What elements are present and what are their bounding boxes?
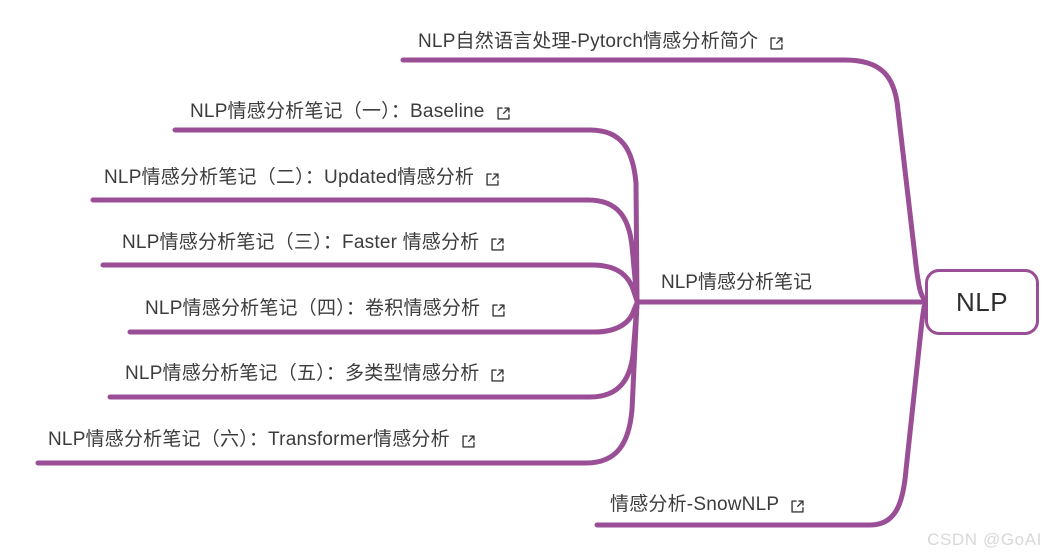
external-link-icon[interactable]: [490, 368, 505, 383]
node-label-text: NLP情感分析笔记（四）：卷积情感分析: [145, 298, 481, 319]
external-link-icon[interactable]: [491, 303, 506, 318]
external-link-icon[interactable]: [496, 106, 511, 121]
edge-note-6: [35, 301, 640, 466]
node-pytorch-intro[interactable]: NLP自然语言处理-Pytorch情感分析简介: [418, 30, 784, 54]
node-label-text: NLP情感分析笔记: [661, 272, 812, 293]
watermark: CSDN @GoAI: [927, 530, 1042, 549]
node-midlevel-sentiment-notes[interactable]: NLP情感分析笔记: [661, 267, 812, 294]
root-node-nlp[interactable]: NLP: [925, 269, 1039, 335]
node-label-text: NLP情感分析笔记（二）：Updated情感分析: [104, 167, 475, 188]
node-note-2-updated[interactable]: NLP情感分析笔记（二）：Updated情感分析: [104, 166, 500, 190]
external-link-icon[interactable]: [461, 434, 476, 449]
edge-note-4: [127, 300, 640, 335]
edge-snownlp: [594, 301, 928, 528]
node-label-text: NLP自然语言处理-Pytorch情感分析简介: [418, 31, 759, 52]
node-label-text: 情感分析-SnowNLP: [610, 494, 780, 515]
external-link-icon[interactable]: [490, 237, 505, 252]
node-label-text: NLP情感分析笔记（三）：Faster 情感分析: [122, 232, 480, 253]
edge-note-2: [90, 197, 640, 303]
external-link-icon[interactable]: [485, 172, 500, 187]
edge-note-3: [100, 262, 640, 304]
external-link-icon[interactable]: [790, 499, 805, 514]
root-node-label: NLP: [955, 286, 1009, 317]
node-label-text: NLP情感分析笔记（一）：Baseline: [190, 101, 485, 122]
node-snownlp[interactable]: 情感分析-SnowNLP: [610, 493, 805, 517]
node-label-text: NLP情感分析笔记（六）：Transformer情感分析: [48, 429, 450, 450]
external-link-icon[interactable]: [769, 36, 784, 51]
node-label-text: NLP情感分析笔记（五）：多类型情感分析: [125, 363, 480, 384]
node-note-5-multiclass[interactable]: NLP情感分析笔记（五）：多类型情感分析: [125, 362, 505, 386]
edge-note-1: [172, 127, 640, 303]
node-note-4-cnn[interactable]: NLP情感分析笔记（四）：卷积情感分析: [145, 297, 506, 321]
edge-pytorch-intro: [400, 57, 928, 303]
node-note-1-baseline[interactable]: NLP情感分析笔记（一）：Baseline: [190, 100, 511, 124]
node-note-3-faster[interactable]: NLP情感分析笔记（三）：Faster 情感分析: [122, 231, 505, 255]
node-note-6-transformer[interactable]: NLP情感分析笔记（六）：Transformer情感分析: [48, 428, 476, 452]
